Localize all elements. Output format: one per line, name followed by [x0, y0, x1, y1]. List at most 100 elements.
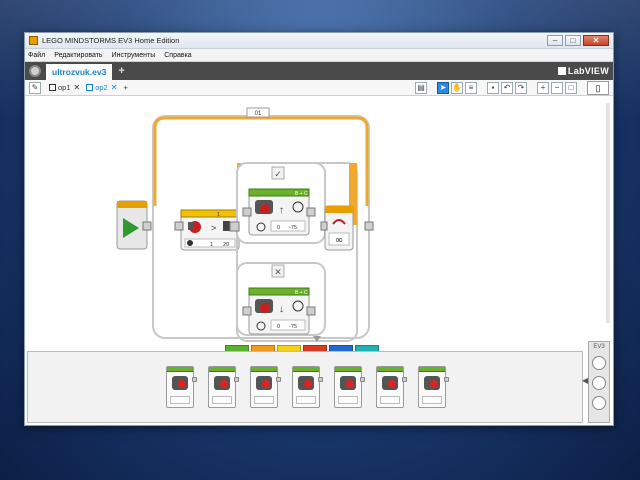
motor-true-steering[interactable]: 0	[277, 225, 280, 231]
zoom-in-icon[interactable]: +	[537, 81, 549, 94]
menu-help[interactable]: Справка	[164, 51, 192, 59]
motor-false-steering[interactable]: 0	[277, 324, 280, 330]
steering-icon	[292, 201, 304, 213]
loop-end-block[interactable]: ∞	[320, 205, 374, 251]
motor-false-power[interactable]: -75	[289, 324, 297, 330]
arrow-up-icon: ↑	[279, 205, 284, 216]
program-toolbar: ✎ op1 ✕ op2 ✕ + ▤ ➤ ✋ ≡ ▪ ↶ ↷ + − □ ▯	[25, 80, 613, 96]
program-tab-op2[interactable]: op2 ✕	[86, 83, 117, 92]
block-header	[419, 367, 445, 372]
loop-label-box[interactable]	[246, 107, 270, 118]
close-tab-icon[interactable]: ✕	[110, 83, 118, 92]
toolbar-right-group: ▤ ➤ ✋ ≡ ▪ ↶ ↷ + − □ ▯	[415, 80, 609, 95]
vertical-scrollbar[interactable]	[606, 103, 610, 323]
title-bar: LEGO MINDSTORMS EV3 Home Edition – □ ✕	[25, 33, 613, 49]
palette-block-move-steering[interactable]	[250, 366, 281, 408]
move-steering-block-false[interactable]: B + C ↓ 0 -75	[242, 287, 316, 335]
block-connector	[192, 377, 197, 382]
motor-true-power[interactable]: -75	[289, 225, 297, 231]
note-icon[interactable]: ≡	[465, 81, 477, 94]
motor-false-ports: B + C	[295, 290, 308, 296]
project-properties-icon[interactable]	[29, 65, 41, 77]
close-tab-icon[interactable]: ✕	[73, 83, 81, 92]
select-pointer-icon[interactable]: ➤	[437, 81, 449, 94]
loop-infinity-mode[interactable]: ∞	[335, 235, 343, 246]
loop-drag-handle-icon[interactable]	[313, 336, 321, 342]
block-mode-selector	[380, 396, 400, 404]
motor-true-ports: B + C	[295, 191, 308, 197]
loop-label: 01	[255, 111, 262, 117]
redo-icon[interactable]: ↷	[515, 81, 527, 94]
save-icon[interactable]: ▪	[487, 81, 499, 94]
move-steering-icon	[256, 376, 272, 390]
ultrasonic-sensor-block[interactable]: 1 > 1 20	[174, 209, 240, 251]
minimize-button[interactable]: –	[547, 35, 563, 46]
menu-file[interactable]: Файл	[28, 51, 46, 59]
close-button[interactable]: ✕	[583, 35, 609, 46]
sound-icon	[382, 376, 398, 390]
mode-on-icon	[256, 222, 266, 232]
palette-block-move-tank[interactable]	[292, 366, 323, 408]
hardware-page-panel: ◀ EV3	[582, 341, 610, 423]
window-controls: – □ ✕	[547, 35, 609, 46]
block-connector	[276, 377, 281, 382]
run-selected-icon[interactable]	[592, 396, 606, 410]
program-diagram: 01 1 > 1 20	[116, 107, 374, 342]
run-icon[interactable]	[592, 376, 606, 390]
block-palette	[27, 351, 583, 423]
program-icon	[49, 84, 56, 91]
labview-text: LabVIEW	[567, 66, 609, 76]
block-header	[167, 367, 193, 372]
block-connector	[234, 377, 239, 382]
arrow-down-icon: ↓	[279, 304, 284, 315]
project-tab[interactable]: ultrozvuk.ev3	[46, 64, 113, 80]
program-tab-label: op1	[58, 83, 71, 92]
menu-tools[interactable]: Инструменты	[111, 51, 156, 59]
download-icon[interactable]	[592, 356, 606, 370]
add-program-button[interactable]: +	[123, 83, 128, 92]
compare-operator: >	[211, 223, 216, 233]
maximize-button[interactable]: □	[565, 35, 581, 46]
start-block[interactable]	[116, 200, 152, 250]
add-project-button[interactable]: +	[118, 65, 125, 77]
block-header	[293, 367, 319, 372]
hardware-tag: EV3	[593, 344, 605, 350]
app-icon	[29, 36, 38, 45]
large-motor-icon	[214, 376, 230, 390]
block-header	[335, 367, 361, 372]
palette-block-large-motor[interactable]	[208, 366, 239, 408]
labview-logo: LabVIEW	[557, 66, 609, 76]
menu-edit[interactable]: Редактировать	[54, 51, 103, 59]
block-connector	[318, 377, 323, 382]
pan-hand-icon[interactable]: ✋	[451, 81, 463, 94]
comment-icon[interactable]: ▤	[415, 81, 427, 94]
zoom-reset-icon[interactable]: □	[565, 81, 577, 94]
wrench-icon[interactable]: ✎	[29, 81, 41, 94]
programming-canvas[interactable]: 01 1 > 1 20	[25, 96, 613, 344]
ev3-app-window: LEGO MINDSTORMS EV3 Home Edition – □ ✕ Ф…	[24, 32, 614, 426]
display-icon	[340, 376, 356, 390]
palette-block-sound[interactable]	[376, 366, 407, 408]
sensor-port: 1	[217, 212, 220, 218]
collapse-arrow-icon[interactable]: ◀	[582, 376, 589, 385]
undo-icon[interactable]: ↶	[501, 81, 513, 94]
program-tab-op1[interactable]: op1 ✕	[49, 83, 80, 92]
menu-bar: Файл Редактировать Инструменты Справка	[25, 49, 613, 62]
play-icon	[123, 218, 139, 238]
palette-block-display[interactable]	[334, 366, 365, 408]
sensor-mode-value[interactable]: 1	[210, 242, 213, 248]
move-steering-block-true[interactable]: B + C ↑ 0 -75	[242, 188, 316, 236]
palette-block-brick-status-light[interactable]	[418, 366, 449, 408]
zoom-out-icon[interactable]: −	[551, 81, 563, 94]
block-header	[251, 367, 277, 372]
mode-icon	[187, 240, 193, 246]
palette-block-medium-motor[interactable]	[166, 366, 197, 408]
loop-repeat-icon	[332, 219, 346, 225]
content-editor-icon[interactable]: ▯	[587, 80, 609, 95]
block-mode-selector	[296, 396, 316, 404]
block-mode-selector	[170, 396, 190, 404]
sensor-figure-icon	[223, 221, 230, 231]
sensor-threshold[interactable]: 20	[223, 242, 229, 248]
block-mode-selector	[212, 396, 232, 404]
block-mode-selector	[422, 396, 442, 404]
